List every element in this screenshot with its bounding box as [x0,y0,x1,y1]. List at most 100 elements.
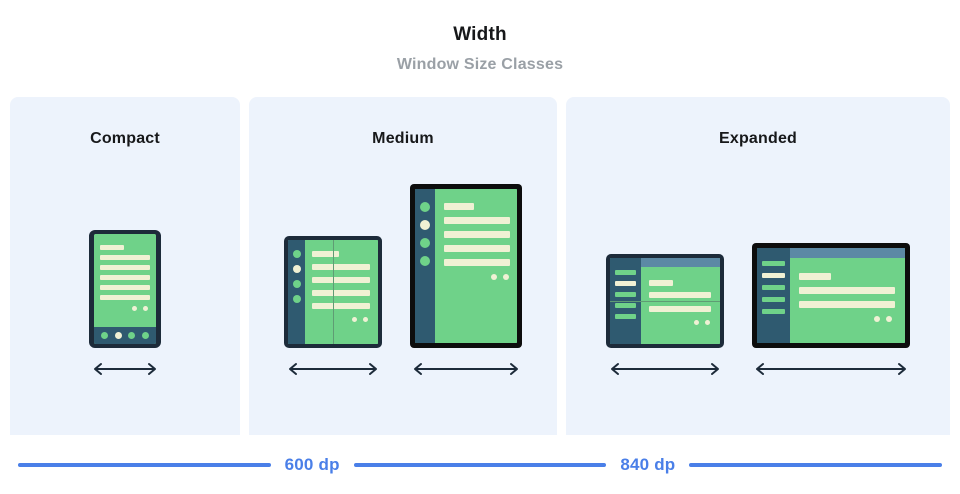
content-dot [491,274,497,280]
drawer-item[interactable] [615,292,636,297]
content-line [100,275,150,280]
rail-dot-active[interactable] [292,265,301,273]
fold-line [333,240,334,344]
content-line [649,306,711,312]
drawer-item-active[interactable] [762,273,785,278]
panel-label-medium: Medium [372,130,434,147]
tablet-landscape-screen [757,248,905,343]
content-line [444,203,474,210]
width-arrow-icon [94,363,156,375]
nav-dot[interactable] [128,332,136,339]
navigation-drawer [757,248,790,343]
width-arrow-icon [756,363,906,375]
content-line [649,280,673,286]
content-dot [694,320,699,325]
rail-dot[interactable] [420,238,430,248]
content-dot [886,316,892,322]
drawer-item[interactable] [615,303,636,308]
rail-dot[interactable] [292,280,301,288]
width-arrow-icon [289,363,377,375]
content-dot [132,306,137,311]
content-line [100,255,150,260]
content-dot [874,316,880,322]
device-expanded-foldable [606,254,724,377]
device-medium-foldable [284,236,382,377]
content-line [312,303,370,309]
tablet-landscape-content [790,248,905,343]
foldable-landscape-screen [610,258,720,344]
app-bar [790,248,905,258]
drawer-item[interactable] [762,285,785,290]
breakpoint-label-840: 840 dp [620,455,676,474]
panel-label-expanded: Expanded [718,130,798,147]
devices-medium [249,167,557,435]
tablet-frame [410,184,522,348]
page-subtitle: Window Size Classes [396,56,564,73]
fold-line [610,301,720,302]
content-line [799,287,895,294]
content-dot [503,274,509,280]
width-arrow-icon [414,363,518,375]
foldable-landscape-frame [606,254,724,348]
scale-rule [353,463,607,467]
device-medium-tablet [410,184,522,377]
drawer-item[interactable] [762,261,785,266]
tablet-screen [415,189,517,343]
rail-dot[interactable] [292,250,301,258]
content-line [444,245,510,252]
panel-expanded: Expanded [566,97,950,435]
drawer-item-active[interactable] [615,281,636,286]
breakpoint-scale: 600 dp 840 dp [0,452,960,478]
rail-dot[interactable] [420,202,430,212]
content-dot [352,317,357,322]
content-line [100,245,124,250]
content-dot [143,306,148,311]
scale-rule [689,463,942,467]
navigation-rail [288,240,305,344]
content-dot [363,317,368,322]
content-line [100,285,150,290]
width-arrow-icon [611,363,719,375]
content-line [444,231,510,238]
phone-bottom-nav [94,327,156,344]
drawer-item[interactable] [615,314,636,319]
device-compact-phone [89,230,161,377]
devices-compact [10,167,240,435]
size-class-panels: Compact [10,97,950,435]
content-line [100,265,150,270]
content-line [649,292,711,298]
nav-dot-active[interactable] [114,332,122,339]
content-line [444,217,510,224]
drawer-item[interactable] [762,309,785,314]
content-line [444,259,510,266]
content-line [799,273,831,280]
content-line [799,301,895,308]
foldable-frame [284,236,382,348]
content-line [100,295,150,300]
nav-dot[interactable] [101,332,109,339]
panel-label-compact: Compact [90,130,160,147]
content-line [312,290,370,296]
content-dot [705,320,710,325]
tablet-content [435,189,517,343]
panel-compact: Compact [10,97,240,435]
drawer-item[interactable] [615,270,636,275]
phone-frame [89,230,161,348]
rail-dot[interactable] [420,256,430,266]
phone-content [94,234,156,344]
navigation-rail [415,189,435,343]
devices-expanded [566,167,950,435]
tablet-landscape-frame [752,243,910,348]
rail-dot-active[interactable] [420,220,430,230]
header: Width Window Size Classes [0,0,960,92]
breakpoint-label-600: 600 dp [284,455,340,474]
phone-screen [94,234,156,344]
foldable-screen [288,240,378,344]
scale-rule [18,463,271,467]
nav-dot[interactable] [141,332,149,339]
rail-dot[interactable] [292,295,301,303]
device-expanded-tablet [752,243,910,377]
drawer-item[interactable] [762,297,785,302]
panel-medium: Medium [249,97,557,435]
